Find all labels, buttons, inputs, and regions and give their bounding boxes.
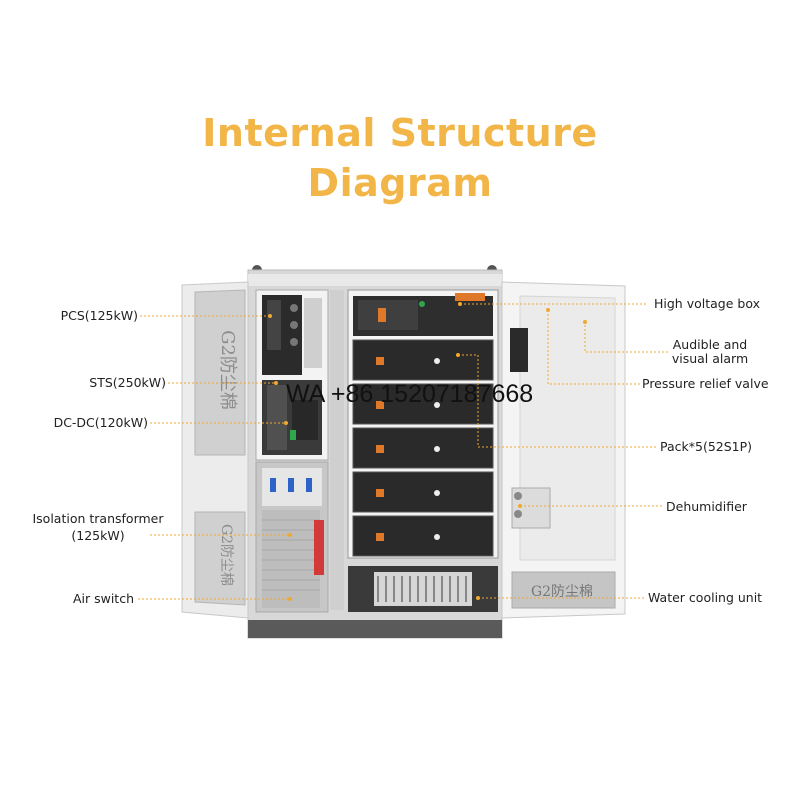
diagram-title-line2: Diagram: [307, 161, 493, 205]
label-pcs: PCS(125kW): [60, 308, 138, 323]
left-door: G2防尘棉 G2防尘棉: [181, 281, 249, 619]
label-dcdc: DC-DC(120kW): [53, 415, 148, 430]
label-high-voltage-box: High voltage box: [654, 296, 760, 311]
label-battery-pack: Pack*5(52S1P): [660, 439, 753, 454]
leader-dots: [268, 302, 587, 601]
label-alarm-line1: Audible and: [672, 337, 748, 352]
power-conversion-compartment: [255, 289, 344, 613]
label-alarm-line2: visual alarm: [671, 351, 749, 366]
battery-packs: [352, 339, 494, 557]
label-pressure-relief-valve: Pressure relief valve: [642, 376, 769, 391]
label-sts: STS(250kW): [89, 375, 166, 390]
contact-watermark: WA +86 15207187668: [286, 380, 534, 408]
battery-rack: [347, 289, 499, 612]
right-door: G2防尘棉: [501, 281, 626, 619]
label-dehumidifier: Dehumidifier: [666, 499, 747, 514]
label-isolation-transformer: Isolation transformer: [32, 511, 164, 526]
svg-text:G2防尘棉: G2防尘棉: [218, 524, 235, 586]
label-isolation-transformer-rating: (125kW): [71, 528, 125, 543]
leader-lines: [138, 303, 668, 600]
label-water-cooling-unit: Water cooling unit: [648, 590, 763, 605]
label-air-switch: Air switch: [72, 591, 134, 606]
svg-text:G2防尘棉: G2防尘棉: [531, 583, 593, 600]
svg-text:G2防尘棉: G2防尘棉: [217, 330, 238, 410]
diagram-title-line1: Internal Structure: [202, 111, 598, 155]
